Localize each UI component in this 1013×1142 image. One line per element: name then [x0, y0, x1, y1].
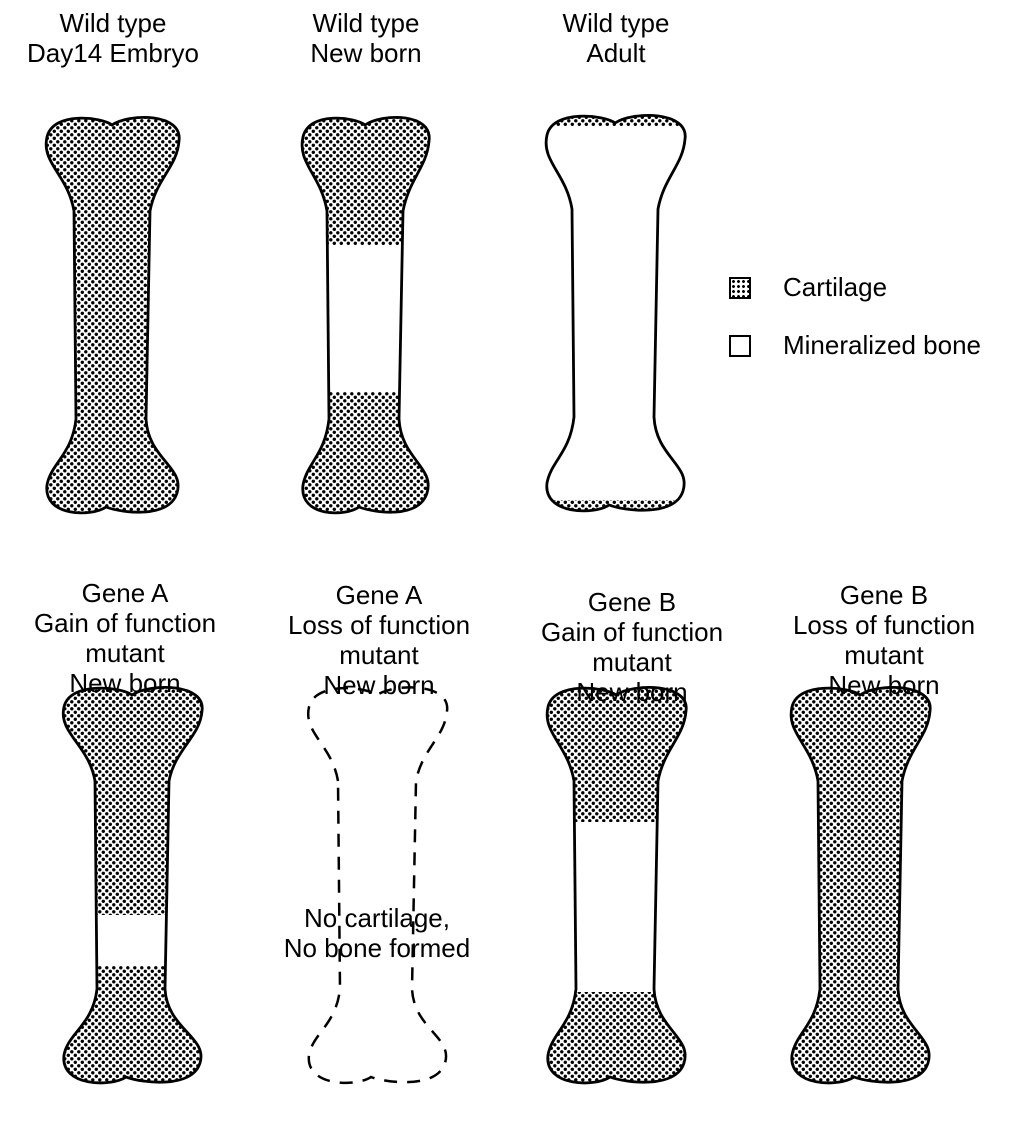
legend-bone-label: Mineralized bone: [783, 330, 981, 361]
cartilage-region: [760, 670, 960, 1110]
bone-3: [32, 670, 232, 1110]
bone-6: [760, 670, 960, 1110]
cartilage-region: [12, 100, 212, 540]
cartilage-region: [32, 966, 232, 1110]
bone-2: [515, 100, 715, 540]
dashed-outline: [308, 687, 447, 1083]
bone-1: [265, 100, 465, 540]
legend-cartilage-label: Cartilage: [783, 272, 887, 303]
bone-4: [308, 687, 447, 1083]
no-bone-note: No cartilage,No bone formed: [247, 903, 507, 963]
cartilage-swatch: [729, 277, 751, 299]
bone-fill: [546, 115, 685, 511]
cartilage-region: [265, 392, 465, 540]
bone-swatch: [729, 335, 751, 357]
bone-5: [516, 670, 716, 1110]
legend-bone: Mineralized bone: [729, 330, 981, 361]
cartilage-region: [265, 100, 465, 245]
bone-0: [12, 100, 212, 540]
legend-cartilage: Cartilage: [729, 272, 887, 303]
